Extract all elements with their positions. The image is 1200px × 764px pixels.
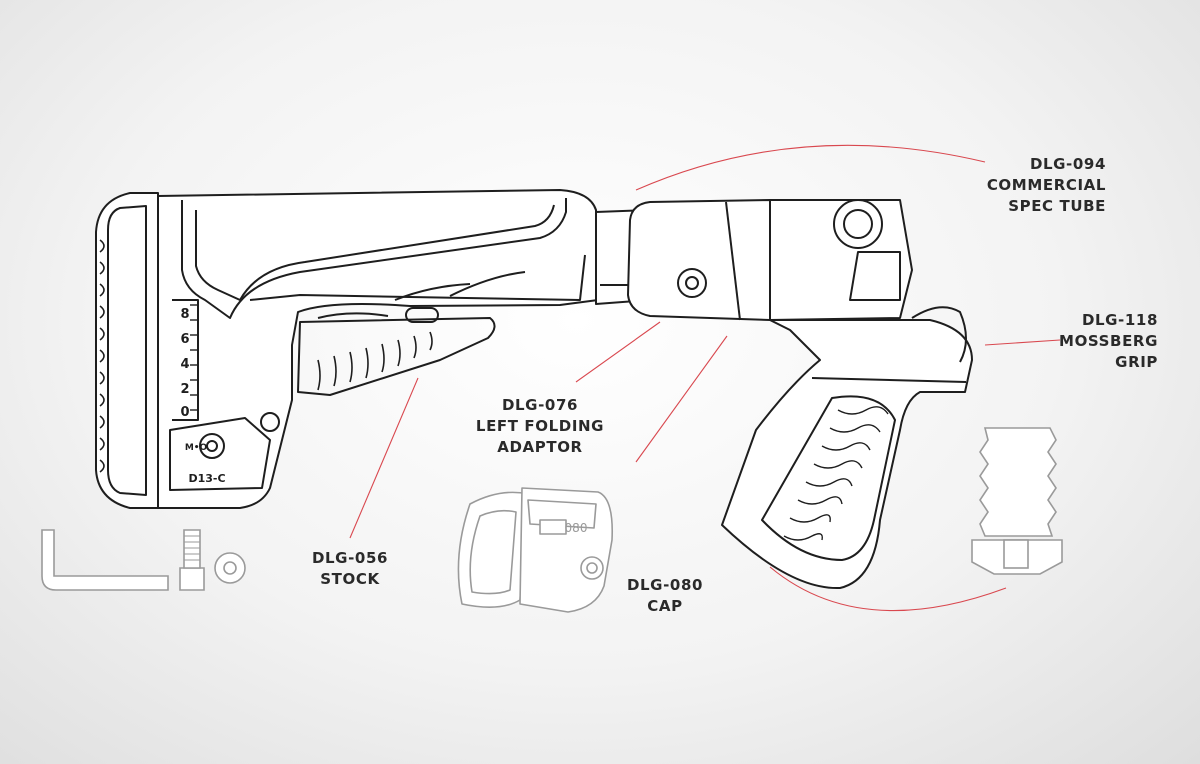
scale-label: 2 [180, 382, 189, 397]
cap-face [527, 499, 597, 529]
stock-model-engraving: D13-C [188, 472, 225, 485]
callout-cap: DLG-080 CAP [620, 575, 710, 617]
recoil-pad-ribs [99, 239, 105, 473]
callout-grip: DLG-118 MOSSBERG GRIP [1040, 310, 1158, 373]
leader-line-grip [984, 339, 1061, 346]
recoil-pad [95, 192, 159, 509]
grip-texture-panel [761, 395, 896, 561]
folding-adaptor [627, 199, 771, 321]
stock-scale-ticks [190, 304, 198, 411]
callout-code: DLG-080 [626, 576, 704, 594]
leader-line-spec-tube [635, 144, 986, 191]
callout-stock: DLG-056 STOCK [300, 548, 400, 590]
cap-body [519, 487, 614, 613]
leader-line-adaptor [575, 321, 661, 383]
recoil-spare-body [979, 427, 1057, 537]
cap-loop-inner [469, 509, 517, 595]
callout-line: GRIP [1115, 353, 1158, 371]
grip-texture [783, 406, 889, 541]
callout-code: DLG-094 [1029, 155, 1106, 173]
stock-logo-engraving: M•O [185, 443, 208, 453]
stock-drawing [95, 189, 599, 509]
callout-line: SPEC TUBE [1008, 197, 1106, 215]
stock-cut-3 [394, 283, 471, 301]
recoil-pad-inner [107, 205, 147, 496]
bolt-head [179, 567, 205, 591]
stock-rib-panel [297, 317, 496, 396]
callout-code: DLG-056 [311, 549, 389, 567]
callout-line: COMMERCIAL [986, 176, 1106, 194]
stock-channel [249, 254, 586, 301]
stock-lock-button [199, 433, 225, 459]
scale-label: 8 [180, 307, 189, 322]
scale-label: 6 [180, 332, 189, 347]
stock-scale-labels: 8 6 4 2 0 [180, 307, 189, 420]
callout-line: MOSSBERG [1059, 332, 1158, 350]
stock-cut-2 [449, 271, 526, 297]
callout-line: ADAPTOR [497, 438, 583, 456]
cheek-rest-contour [181, 198, 567, 319]
stock-body [157, 189, 599, 509]
callout-line: CAP [647, 597, 683, 615]
leader-line-grip-bottom [769, 566, 1007, 612]
folding-adaptor-seam [725, 201, 741, 321]
scale-label: 4 [180, 357, 189, 372]
grip-top-line [811, 377, 967, 383]
callout-code: DLG-118 [1081, 311, 1158, 329]
scale-label: 0 [180, 405, 189, 420]
stock-ribs [317, 331, 433, 391]
cap-drawing [457, 487, 614, 613]
leader-line-stock [349, 377, 419, 539]
stock-rear-screw [260, 412, 280, 432]
cheek-rest-contour-2 [195, 204, 555, 301]
stock-scale-frame [172, 299, 199, 421]
leader-line-adaptor-2 [635, 335, 728, 463]
stock-cut-1 [317, 312, 389, 319]
cap-number-plate [539, 519, 567, 535]
bolt-shaft [183, 529, 201, 569]
callout-code: DLG-076 [501, 396, 579, 414]
callout-adaptor: DLG-076 LEFT FOLDING ADAPTOR [470, 395, 610, 458]
callout-spec-tube: DLG-094 COMMERCIAL SPEC TUBE [960, 154, 1106, 217]
stock-slot [405, 307, 439, 323]
cap-number-engraving: 080 [565, 521, 588, 535]
grip-trigger-guard [911, 306, 967, 363]
callout-line: LEFT FOLDING [475, 417, 605, 435]
allen-key [41, 529, 169, 591]
callout-line: STOCK [320, 570, 380, 588]
adaptor-drawing [595, 199, 973, 590]
recoil-spare-drawing [971, 427, 1063, 575]
stock-lower-wedge [169, 417, 271, 491]
receiver-wedge [849, 251, 901, 301]
tools-drawing [41, 529, 246, 591]
leader-lines [349, 144, 1061, 612]
